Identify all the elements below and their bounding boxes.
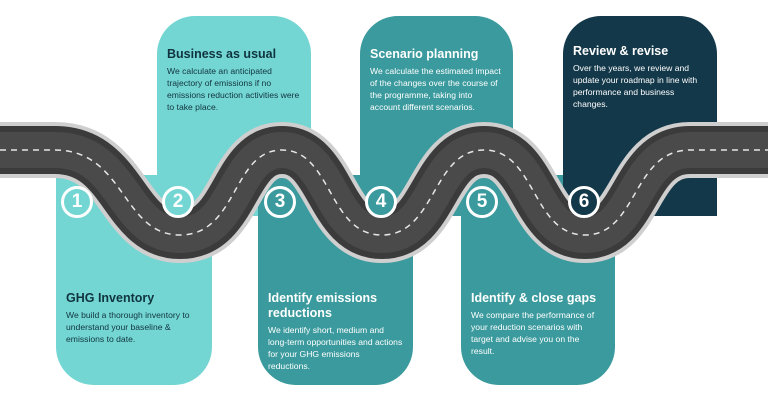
step-4-description: We calculate the estimated impact of the… [370, 66, 501, 112]
step-2-title: Business as usual [167, 47, 277, 61]
step-6-number-badge: 6 [568, 186, 600, 218]
step-1-description: We build a thorough inventory to underst… [66, 310, 190, 344]
step-5-title: Identify & close gaps [471, 291, 597, 305]
step-3-title: Identify emissions reductions [268, 291, 378, 320]
road-center-line [0, 149, 768, 236]
step-6-description: Over the years, we review and update you… [573, 63, 698, 109]
step-5-description: We compare the performance of your reduc… [471, 310, 595, 356]
step-3-number-badge: 3 [264, 186, 296, 218]
step-2-number-badge: 2 [162, 186, 194, 218]
step-6-title: Review & revise [573, 44, 669, 58]
step-5-number-badge: 5 [466, 186, 498, 218]
step-2-description: We calculate an anticipated trajectory o… [167, 66, 300, 112]
step-1-title: GHG Inventory [66, 291, 155, 305]
step-4-number-badge: 4 [365, 186, 397, 218]
step-4-title: Scenario planning [370, 47, 479, 61]
step-3-description: We identify short, medium and long-term … [268, 325, 403, 371]
step-1-number-badge: 1 [61, 186, 93, 218]
